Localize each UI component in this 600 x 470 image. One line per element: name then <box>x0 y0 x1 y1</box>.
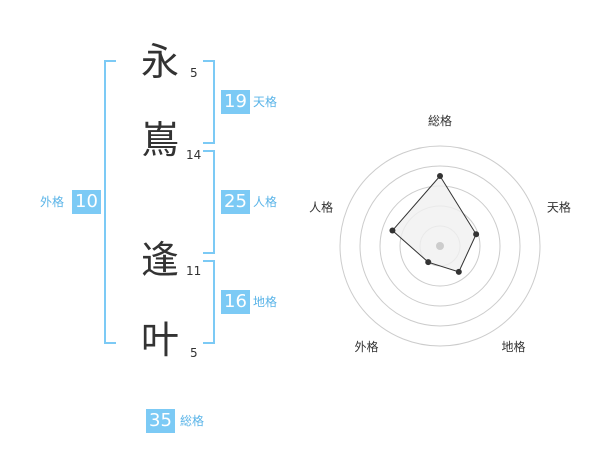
stroke-count-2: 14 <box>186 148 202 162</box>
radar-axis-label: 外格 <box>355 339 379 354</box>
radar-axis-label: 総格 <box>428 113 452 128</box>
jinkaku-value: 25 <box>221 190 250 214</box>
radar-center-dot <box>436 242 444 250</box>
radar-axis-label: 地格 <box>501 339 525 354</box>
jinkaku-label: 人格 <box>253 195 278 209</box>
radar-point-外格 <box>425 259 432 266</box>
name-char-2: 嶌 <box>140 118 179 162</box>
chikaku-bracket <box>203 260 215 344</box>
radar-data-polygon <box>391 175 477 273</box>
radar-point-総格 <box>437 173 443 179</box>
radar-data-points <box>389 173 480 275</box>
soukaku-value: 35 <box>146 409 175 433</box>
radar-ring <box>339 145 541 347</box>
tenkaku-value: 19 <box>221 90 250 114</box>
radar-point-地格 <box>455 268 462 275</box>
tenkaku-bracket <box>203 60 215 144</box>
gaikaku-value: 10 <box>72 190 101 214</box>
stroke-count-4: 5 <box>190 346 198 360</box>
radar-axis-label: 人格 <box>309 199 333 214</box>
gaikaku-label: 外格 <box>40 195 65 209</box>
chikaku-value: 16 <box>221 290 250 314</box>
name-char-4: 叶 <box>140 318 179 362</box>
chikaku-label: 地格 <box>253 295 278 309</box>
name-char-3: 逢 <box>140 238 179 282</box>
radar-axis-label: 天格 <box>547 199 571 214</box>
radar-point-天格 <box>473 231 480 238</box>
soukaku-label: 総格 <box>180 414 205 428</box>
jinkaku-bracket <box>203 150 215 254</box>
radar-point-人格 <box>389 227 396 234</box>
gaikaku-bracket <box>104 60 116 344</box>
radar-ring <box>359 165 521 327</box>
tenkaku-label: 天格 <box>253 95 278 109</box>
stroke-count-3: 11 <box>186 264 202 278</box>
name-char-1: 永 <box>140 40 179 84</box>
stroke-count-1: 5 <box>190 66 198 80</box>
